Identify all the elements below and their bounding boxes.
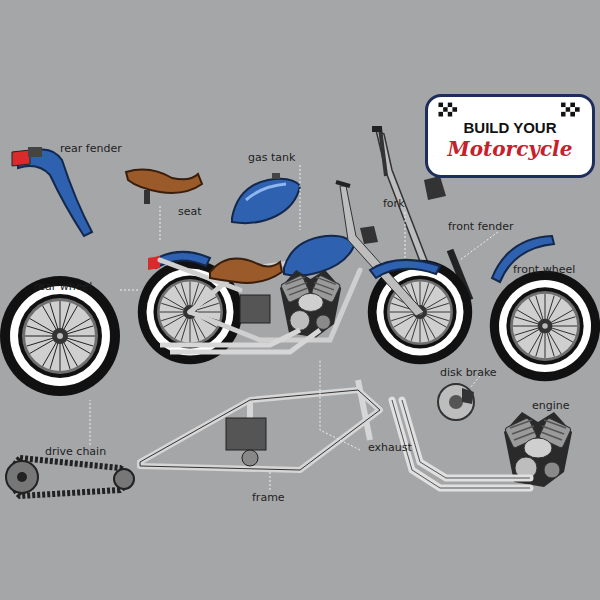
part-label: gas tank [248, 151, 295, 164]
title-badge: BUILD YOURMotorcycle [425, 94, 595, 178]
part-label: rear wheel [34, 280, 92, 293]
part-label: front wheel [513, 263, 575, 276]
part-label: front fender [448, 220, 514, 233]
part-label: fork [383, 197, 405, 210]
part-label: exhaust [368, 441, 412, 454]
part-label: drive chain [45, 445, 106, 458]
part-label: seat [178, 205, 202, 218]
badge-heading: BUILD YOUR [463, 119, 556, 137]
part-label: engine [532, 399, 570, 412]
part-label: frame [252, 491, 285, 504]
part-label: rear fender [60, 142, 122, 155]
badge-script: Motorcycle [448, 137, 573, 161]
part-label: disk brake [440, 366, 497, 379]
